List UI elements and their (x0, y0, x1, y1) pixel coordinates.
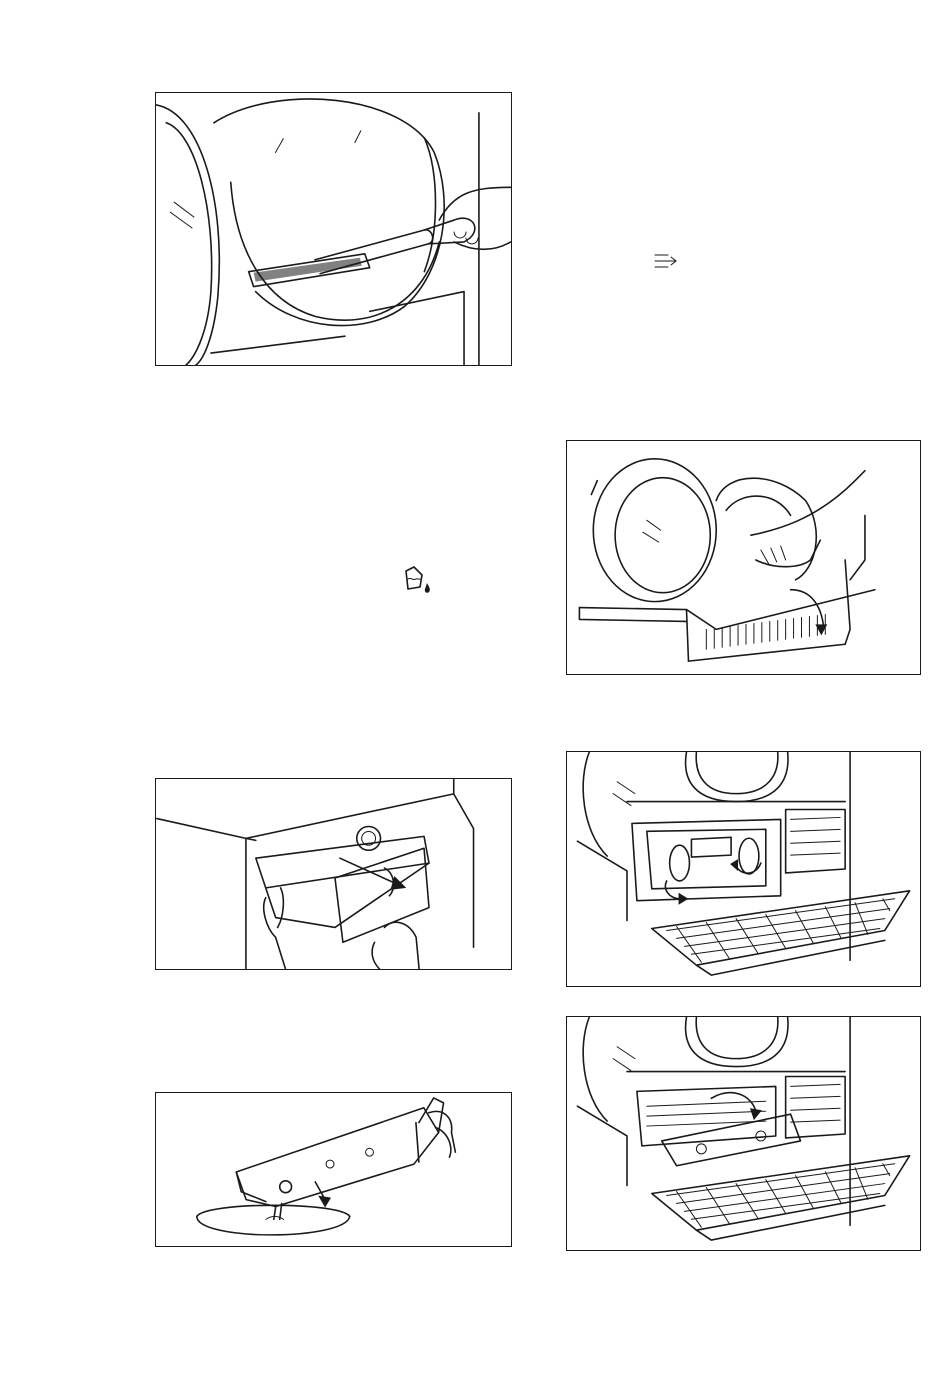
illustration-door-seal-cleaning (155, 92, 512, 366)
lower-cover-drawing (567, 1017, 920, 1250)
door-seal-cleaning-drawing (156, 93, 511, 365)
flap-grid-pattern (667, 899, 895, 962)
water-container-icon (400, 565, 436, 595)
flap-grid-pattern-2 (667, 1164, 895, 1227)
arrow-right-lines-icon (652, 252, 680, 270)
open-flap-drawing (567, 441, 920, 674)
illustration-pull-water-container (155, 778, 512, 970)
illustration-unlock-cover (566, 751, 921, 987)
empty-water-container-drawing (156, 1093, 511, 1246)
unlock-cover-drawing (567, 752, 920, 986)
illustration-empty-water-container (155, 1092, 512, 1247)
flap-vent-hatching (706, 615, 825, 650)
pull-water-container-drawing (156, 779, 511, 969)
illustration-lower-cover (566, 1016, 921, 1251)
illustration-open-flap (566, 440, 921, 675)
